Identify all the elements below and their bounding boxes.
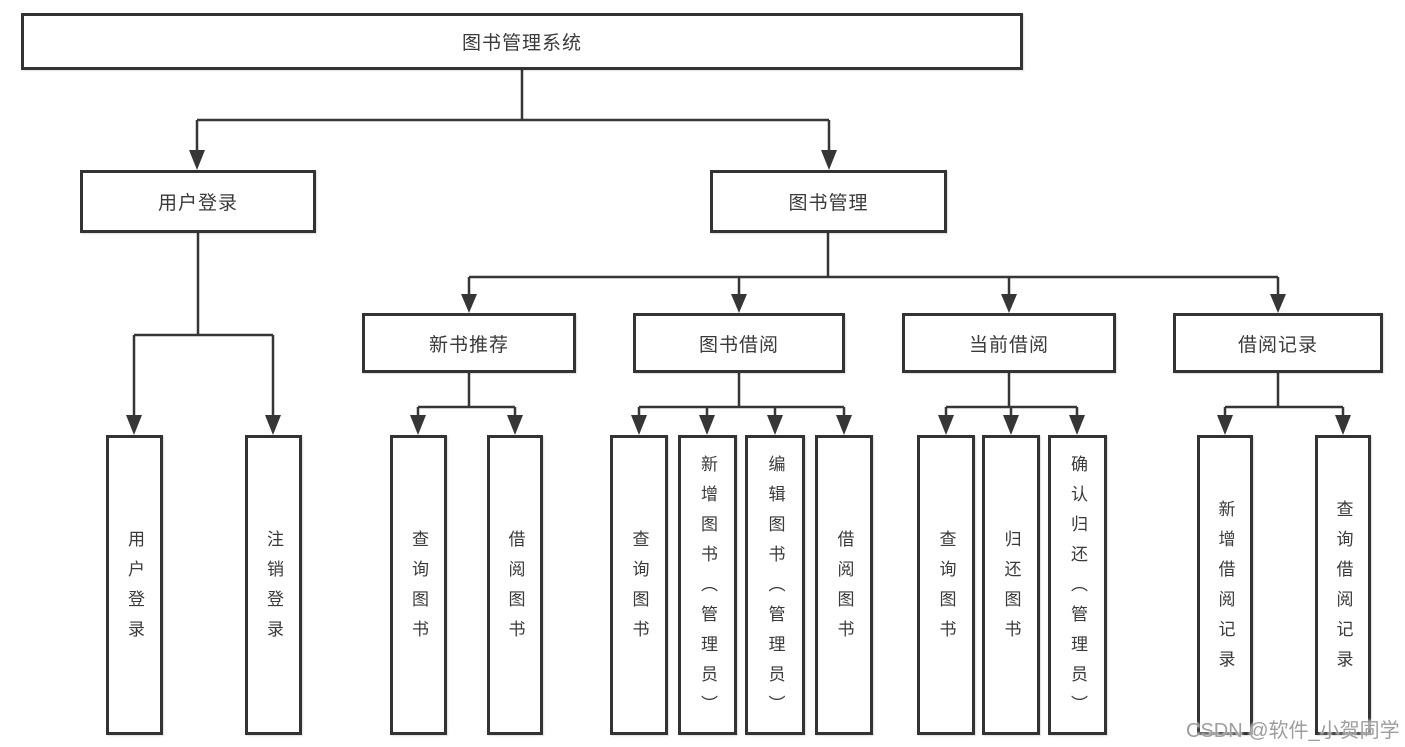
leaf-borrow-books-recommend: 借阅图书 xyxy=(487,435,543,735)
leaf-query-books-borrow: 查询图书 xyxy=(610,435,668,735)
leaf-edit-book-admin: 编辑图书（管理员） xyxy=(745,435,805,735)
leaf-add-book-admin: 新增图书（管理员） xyxy=(678,435,737,735)
leaf-logout: 注销登录 xyxy=(245,435,302,735)
node-library-management-system: 图书管理系统 xyxy=(21,13,1023,70)
leaf-query-books-recommend: 查询图书 xyxy=(390,435,447,735)
leaf-user-login: 用户登录 xyxy=(106,435,163,735)
leaf-return-book: 归还图书 xyxy=(982,435,1040,735)
node-book-management: 图书管理 xyxy=(710,170,947,233)
node-borrow-records: 借阅记录 xyxy=(1173,313,1383,373)
leaf-query-borrow-record: 查询借阅记录 xyxy=(1315,435,1371,735)
node-book-borrow: 图书借阅 xyxy=(633,313,845,373)
node-current-borrow: 当前借阅 xyxy=(902,313,1116,373)
node-new-book-recommend: 新书推荐 xyxy=(362,313,576,373)
csdn-watermark: CSDN @软件_小贺同学 xyxy=(1186,720,1400,742)
node-user-login: 用户登录 xyxy=(80,170,316,233)
leaf-query-books-current: 查询图书 xyxy=(917,435,975,735)
leaf-add-borrow-record: 新增借阅记录 xyxy=(1197,435,1253,735)
leaf-borrow-books-borrow: 借阅图书 xyxy=(815,435,873,735)
leaf-confirm-return-admin: 确认归还（管理员） xyxy=(1048,435,1107,735)
